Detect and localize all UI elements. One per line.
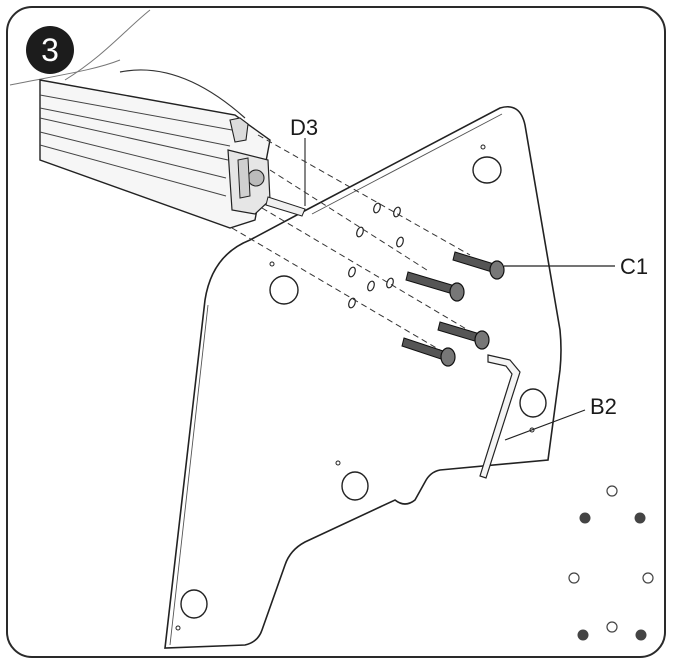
hex-key-b2 [479, 354, 521, 479]
label-b2: B2 [590, 394, 617, 419]
plate-hole [269, 275, 299, 305]
mounting-plate [164, 106, 562, 649]
plate-hole [341, 471, 369, 501]
label-c1: C1 [620, 254, 649, 279]
plate-edge [311, 113, 503, 215]
plate-small-hole [335, 460, 341, 466]
plate-small-hole [175, 625, 181, 631]
hole-pattern-open [606, 621, 618, 633]
plate-hole [180, 589, 208, 619]
connector-pin-d3 [265, 196, 306, 217]
b2-leader-line [504, 409, 586, 441]
hole-pattern-key [568, 485, 654, 641]
plate-small-hole [269, 261, 275, 267]
hole-pattern-filled [634, 512, 646, 524]
hole-pattern-open [642, 572, 654, 584]
aluminium-rail [39, 69, 271, 229]
hole-pattern-filled [577, 629, 589, 641]
alignment-lines [231, 134, 479, 354]
hole-pattern-filled [635, 629, 647, 641]
step-number-badge: 3 [26, 26, 74, 74]
plate-hole [519, 388, 547, 418]
plate-edge [169, 304, 209, 646]
label-d3: D3 [290, 115, 319, 140]
hole-pattern-open [568, 572, 580, 584]
diagram-frame [6, 6, 666, 658]
plate-small-hole [480, 144, 486, 150]
background-curve [9, 59, 121, 86]
hole-pattern-filled [579, 512, 591, 524]
hole-pattern-open [606, 485, 618, 497]
screws-c1 [401, 251, 505, 367]
plate-hole [472, 156, 502, 184]
